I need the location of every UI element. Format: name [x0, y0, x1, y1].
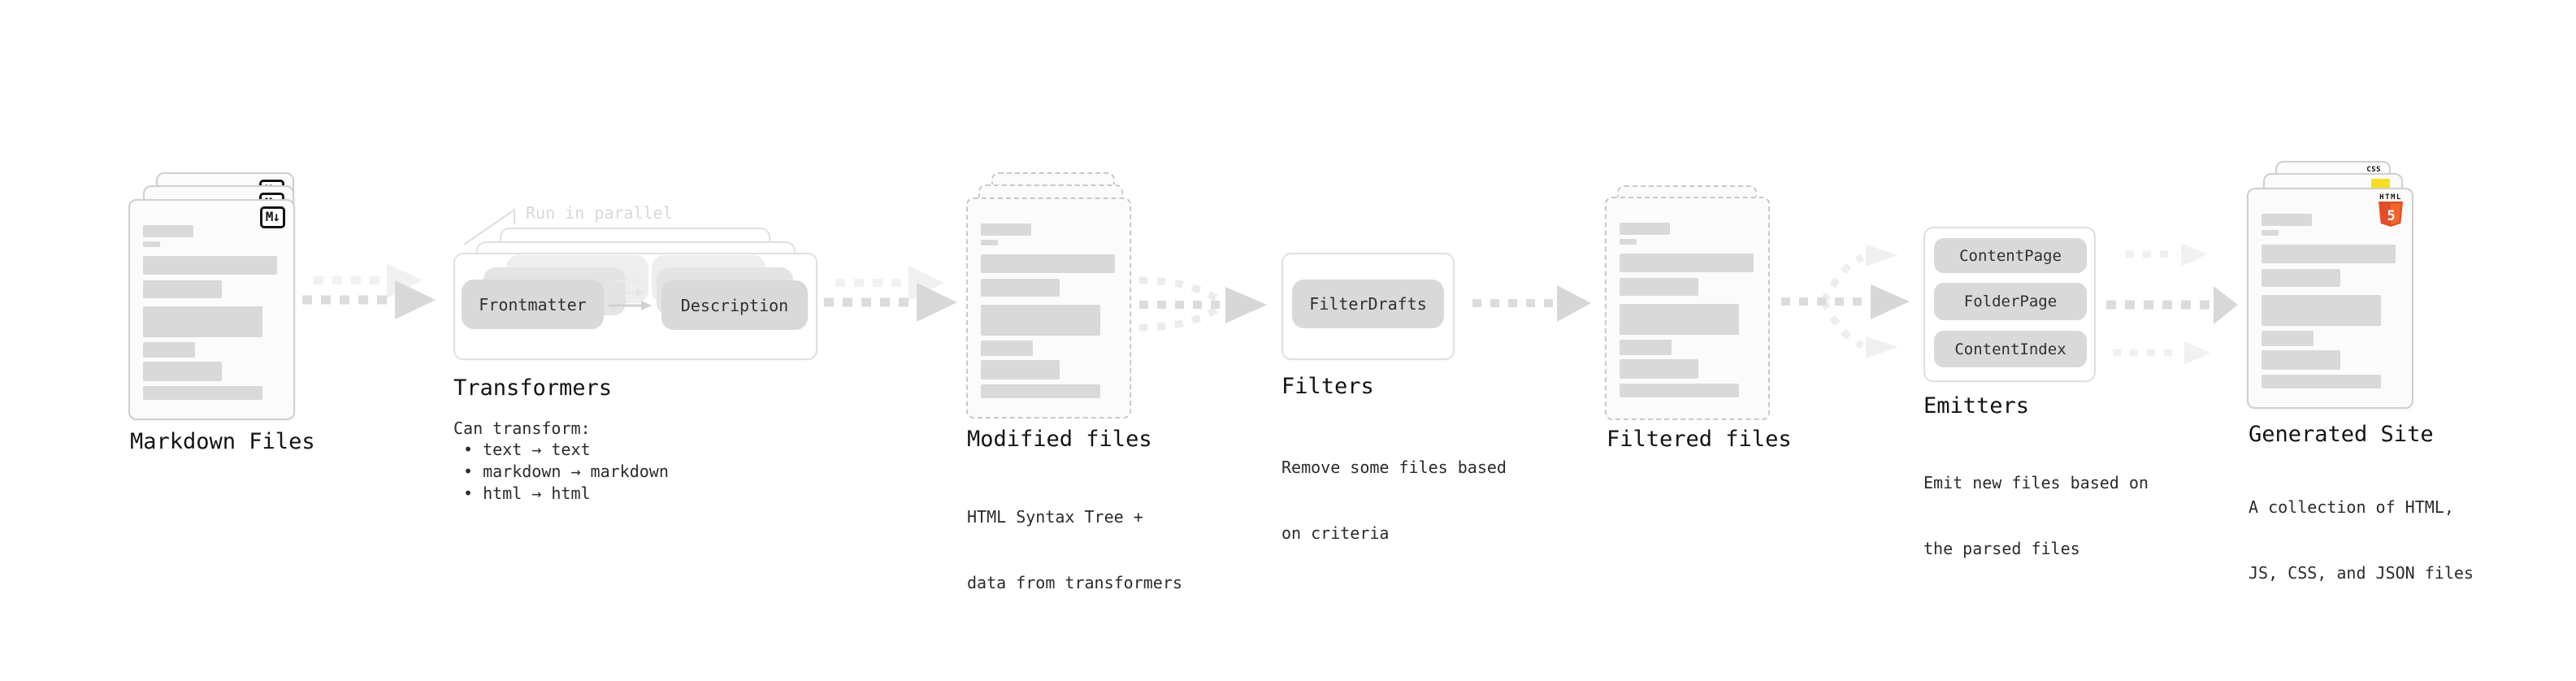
filtered-files-label: Filtered files	[1607, 427, 1792, 452]
file-content-skeleton	[981, 199, 1118, 398]
site-file-card-html: HTML 5	[2247, 188, 2413, 409]
flow-arrow-transformers-to-modified	[824, 266, 957, 322]
skeleton-bar	[2262, 331, 2314, 346]
skeleton-bar	[981, 305, 1100, 336]
note-pointer-line	[463, 208, 515, 245]
folderpage-pill: FolderPage	[1934, 283, 2087, 320]
skeleton-bar	[981, 279, 1060, 297]
filtered-file-card-front	[1605, 197, 1770, 420]
generated-site-label: Generated Site	[2249, 422, 2434, 447]
emitters-label: Emitters	[1923, 393, 2030, 419]
transform-step-arrows-icon	[609, 277, 652, 310]
skeleton-bar	[981, 340, 1033, 356]
skeleton-bar	[1620, 254, 1754, 272]
skeleton-bar	[143, 256, 277, 275]
skeleton-bar	[143, 280, 222, 298]
skeleton-bar	[143, 241, 160, 247]
skeleton-bar	[1620, 239, 1637, 245]
skeleton-bar	[981, 360, 1060, 380]
skeleton-bar	[143, 386, 262, 400]
skeleton-bar	[1620, 304, 1739, 335]
skeleton-bar	[1620, 384, 1739, 397]
filters-caption: Remove some files based on criteria	[1281, 458, 1507, 543]
skeleton-bar	[1620, 278, 1698, 296]
generated-site-caption: A collection of HTML, JS, CSS, and JSON …	[2249, 497, 2474, 583]
skeleton-bar	[2262, 350, 2340, 370]
markdown-files-label: Markdown Files	[130, 429, 315, 454]
flow-arrow-modified-to-filters	[1138, 276, 1267, 332]
skeleton-bar	[981, 384, 1100, 398]
flow-arrow-emitters-to-site	[2106, 243, 2238, 365]
transformers-caption: Can transform:	[453, 419, 591, 438]
file-content-skeleton	[143, 201, 282, 400]
js-logo-icon	[2371, 179, 2390, 189]
modified-files-caption: HTML Syntax Tree + data from transformer…	[967, 507, 1182, 592]
skeleton-bar	[2262, 230, 2279, 236]
run-in-parallel-note: Run in parallel	[526, 203, 673, 223]
flow-arrow-filters-to-filtered	[1472, 285, 1591, 322]
flow-arrow-filtered-to-emitters	[1781, 245, 1910, 358]
skeleton-bar	[1620, 340, 1672, 355]
contentpage-pill: ContentPage	[1934, 238, 2087, 273]
emitters-caption: Emit new files based on the parsed files	[1923, 473, 2149, 558]
skeleton-bar	[981, 254, 1115, 273]
svg-text:5: 5	[2387, 208, 2395, 224]
skeleton-bar	[1620, 359, 1698, 379]
skeleton-bar	[981, 240, 998, 245]
skeleton-bar	[981, 223, 1031, 236]
skeleton-bar	[143, 362, 222, 381]
skeleton-bar	[2262, 295, 2381, 326]
frontmatter-pill: Frontmatter	[462, 280, 604, 329]
skeleton-bar	[1620, 223, 1670, 235]
skeleton-bar	[2262, 245, 2396, 263]
skeleton-bar	[2262, 269, 2340, 287]
skeleton-bar	[2262, 214, 2312, 226]
transformers-bullet: • text → text	[463, 440, 591, 459]
transformers-bullet: • markdown → markdown	[463, 462, 669, 481]
markdown-logo-icon: M↓	[259, 206, 285, 228]
file-content-skeleton	[1620, 198, 1757, 397]
filterdrafts-pill: FilterDrafts	[1292, 280, 1444, 328]
transformers-label: Transformers	[453, 375, 613, 401]
description-pill: Description	[661, 280, 808, 330]
modified-files-label: Modified files	[967, 427, 1152, 452]
modified-file-card-front	[966, 197, 1131, 419]
contentindex-pill: ContentIndex	[1934, 331, 2087, 367]
flow-arrow-markdown-to-transformers	[302, 263, 436, 319]
markdown-file-card-front: M↓	[128, 199, 295, 420]
skeleton-bar	[2262, 375, 2381, 388]
skeleton-bar	[143, 342, 195, 358]
transformers-bullet: • html → html	[463, 484, 591, 503]
skeleton-bar	[143, 225, 193, 237]
skeleton-bar	[143, 306, 262, 337]
html5-logo-icon: HTML 5	[2376, 194, 2405, 231]
filters-label: Filters	[1281, 374, 1374, 399]
file-content-skeleton	[2262, 189, 2400, 388]
